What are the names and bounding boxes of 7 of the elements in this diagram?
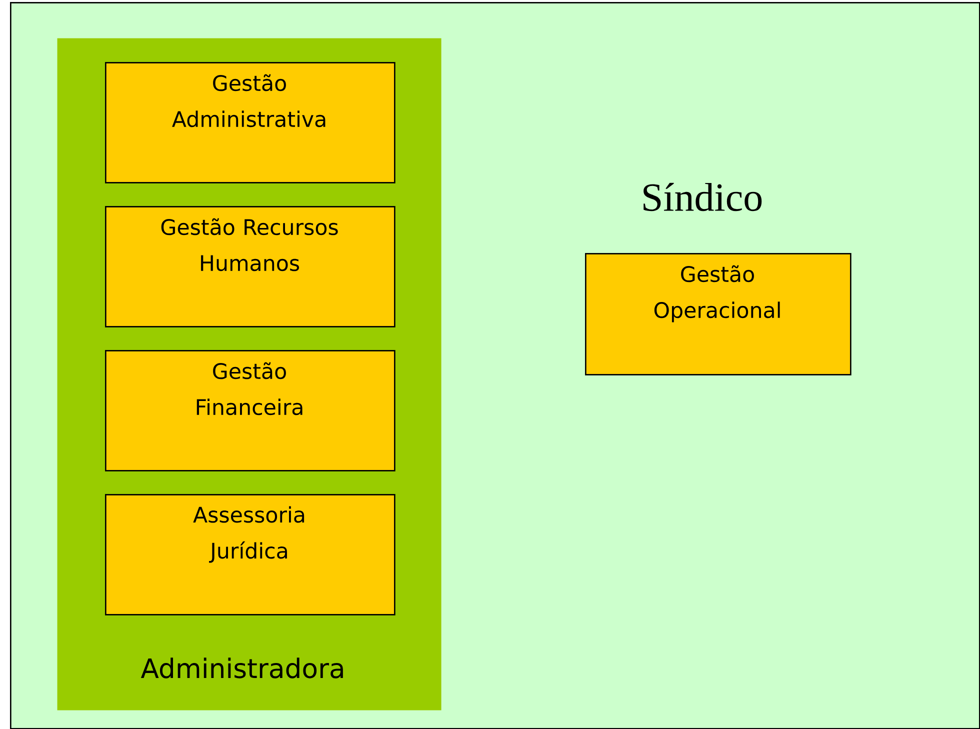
department-box: Gestão Financeira [105,350,396,472]
department-box: Gestão Recursos Humanos [105,206,396,328]
department-box: Gestão Administrativa [105,62,396,184]
department-box: Assessoria Jurídica [105,494,396,616]
label: Síndico [644,182,762,212]
department-box: Gestão Operacional [585,253,852,376]
label: Administradora [140,658,343,678]
